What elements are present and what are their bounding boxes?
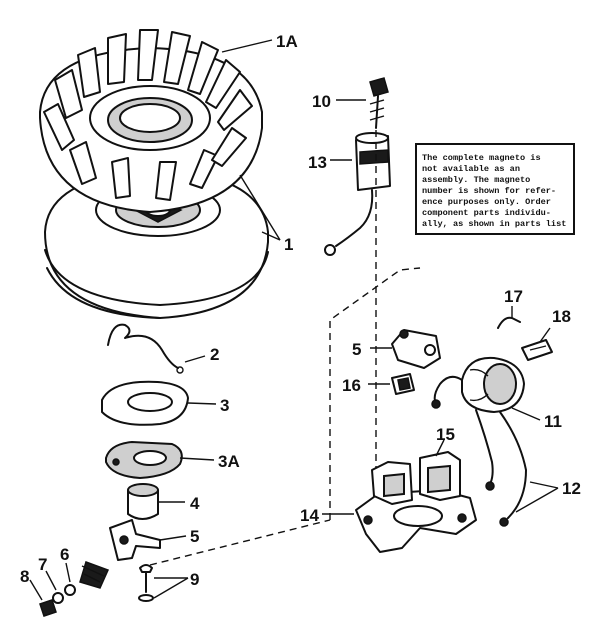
note-box: The complete magneto is not available as… bbox=[415, 143, 575, 235]
label-1A: 1A bbox=[276, 32, 298, 51]
label-6: 6 bbox=[60, 545, 69, 564]
flywheel-assembly bbox=[39, 29, 281, 319]
label-11: 11 bbox=[544, 412, 562, 431]
label-16: 16 bbox=[342, 376, 361, 395]
label-8: 8 bbox=[20, 567, 29, 586]
part-3A-plate bbox=[105, 440, 215, 480]
note-line-1: The complete magneto is bbox=[422, 153, 541, 163]
part-16-block bbox=[368, 373, 415, 395]
label-15: 15 bbox=[436, 425, 455, 444]
part-13-condenser bbox=[324, 132, 391, 256]
note-line-6: component parts individu- bbox=[422, 208, 551, 218]
part-9-screw-washer bbox=[138, 564, 189, 602]
part-5-lever bbox=[109, 519, 187, 561]
part-11-coil bbox=[431, 356, 541, 421]
part-14-15-bracket bbox=[322, 439, 477, 553]
part-5-bracket bbox=[370, 329, 441, 369]
label-5-right: 5 bbox=[352, 340, 361, 359]
assembly-dashed-box bbox=[329, 267, 421, 520]
label-4: 4 bbox=[190, 494, 200, 513]
assembly-dashed-line-lower bbox=[149, 519, 331, 566]
label-1: 1 bbox=[284, 235, 293, 254]
label-9: 9 bbox=[190, 570, 199, 589]
label-3A: 3A bbox=[218, 452, 240, 471]
part-12-leads bbox=[475, 409, 559, 527]
note-line-5: ence purposes only. Order bbox=[422, 197, 551, 207]
label-18: 18 bbox=[552, 307, 571, 326]
label-5-left: 5 bbox=[190, 527, 199, 546]
note-line-4: number is shown for refer- bbox=[422, 186, 556, 196]
note-line-3: assembly. The magneto bbox=[422, 175, 530, 185]
label-3: 3 bbox=[220, 396, 229, 415]
fan-blades bbox=[43, 29, 253, 201]
label-2: 2 bbox=[210, 345, 219, 364]
label-14: 14 bbox=[300, 506, 319, 525]
note-line-7: ally, as shown in parts list bbox=[422, 219, 566, 229]
label-10: 10 bbox=[312, 92, 331, 111]
label-7: 7 bbox=[38, 555, 47, 574]
part-2-spring-clip bbox=[107, 323, 206, 374]
part-10-screw bbox=[336, 77, 389, 129]
label-12: 12 bbox=[562, 479, 581, 498]
label-17: 17 bbox=[504, 287, 523, 306]
parts-6-7-8-hardware bbox=[29, 561, 110, 617]
part-4-spacer bbox=[127, 483, 185, 520]
part-18-clip bbox=[521, 327, 553, 361]
part-3-plate bbox=[101, 380, 217, 426]
note-line-2: not available as an bbox=[422, 164, 520, 174]
part-17-spring bbox=[497, 306, 521, 329]
label-13: 13 bbox=[308, 153, 327, 172]
